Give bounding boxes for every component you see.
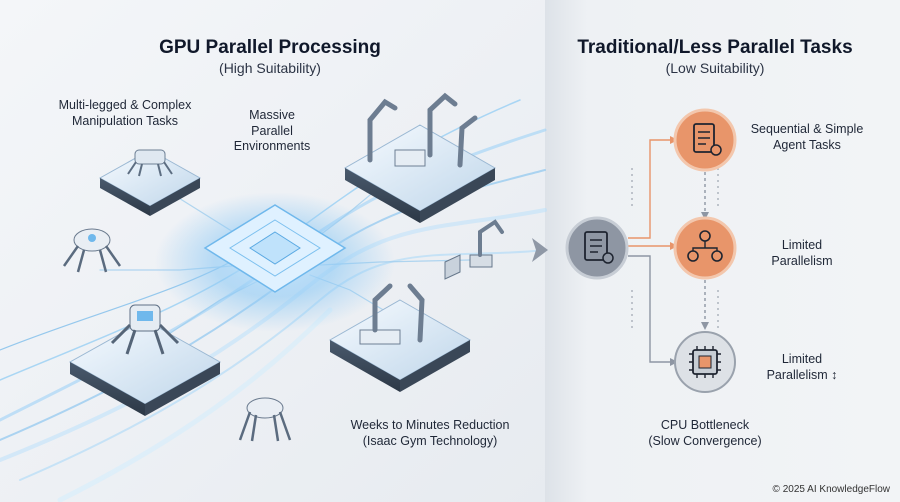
- left-title: GPU Parallel Processing: [159, 37, 381, 58]
- label-cpu-bottleneck: CPU Bottleneck: [660, 418, 750, 432]
- robot-dog-left: [62, 228, 122, 273]
- cpu-chip-node: [674, 331, 736, 393]
- label-limited-parallelism-2: Limited Parallelism ↕: [766, 352, 838, 382]
- label-massive-envs: Massive Parallel Environments: [233, 108, 311, 154]
- label-slow-convergence: (Slow Convergence): [648, 434, 762, 448]
- task-list-node: [565, 216, 629, 280]
- label-isaac-gym: (Isaac Gym Technology): [362, 434, 498, 448]
- label-sequential-tasks: Sequential & Simple Agent Tasks: [750, 122, 864, 152]
- right-subtitle: (Low Suitability): [665, 60, 765, 76]
- left-subtitle: (High Suitability): [219, 60, 321, 76]
- platform-top-right: [343, 92, 497, 223]
- platform-bottom-left: [68, 304, 222, 416]
- label-complex-tasks: Multi-legged & Complex Manipulation Task…: [58, 98, 192, 128]
- limited-parallelism-node: [673, 216, 737, 280]
- central-gpu-chip: [155, 192, 395, 332]
- label-limited-parallelism-1: Limited Parallelism: [771, 238, 833, 268]
- robot-spider-bottom: [238, 397, 292, 442]
- label-weeks-reduction: Weeks to Minutes Reduction: [350, 418, 510, 432]
- transition-arrow: [532, 238, 548, 262]
- robot-arm-cube: [444, 219, 504, 280]
- copyright-footer: © 2025 AI KnowledgeFlow: [772, 484, 890, 495]
- right-title: Traditional/Less Parallel Tasks: [577, 37, 853, 58]
- platform-top-left: [98, 149, 202, 216]
- platform-bottom-right: [328, 283, 472, 392]
- sequential-task-node: [673, 108, 737, 172]
